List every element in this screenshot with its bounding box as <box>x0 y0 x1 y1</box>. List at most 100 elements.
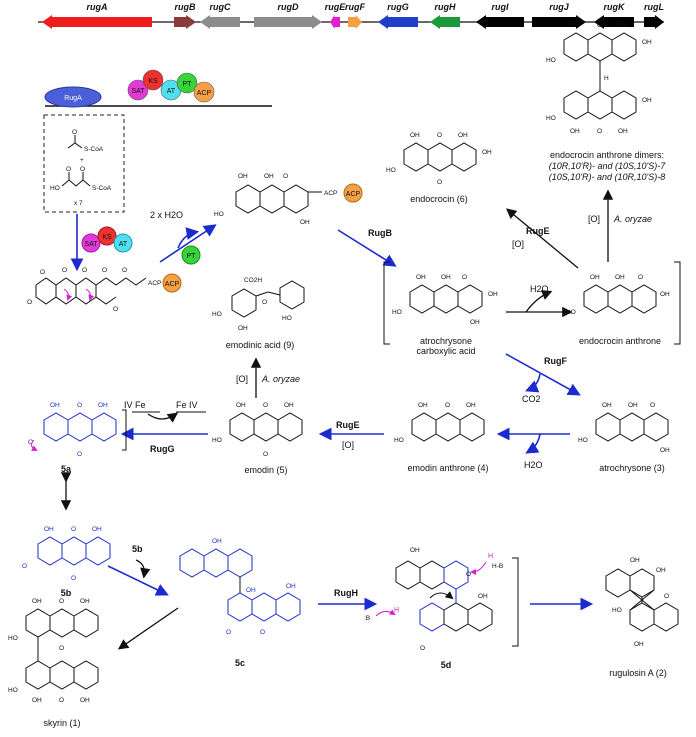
dimers-line1: (10R,10'R)- and (10S,10'S)-7 <box>549 161 666 171</box>
skyrin-structure: OH O OH HO O HO OH O OH <box>8 598 99 704</box>
c5d-top-c <box>443 560 469 590</box>
bracket-left-line <box>383 261 390 345</box>
at-ball <box>113 233 133 253</box>
cyclization-arrow1 <box>63 288 73 301</box>
bracket-right <box>674 261 681 345</box>
rug-oh3: OH <box>634 641 644 648</box>
pt-ball <box>181 245 201 265</box>
c5b-o3: O <box>22 563 27 570</box>
ea-ring-a <box>583 284 609 314</box>
c5b-o1: O <box>71 526 76 533</box>
times-seven: x 7 <box>74 200 83 207</box>
arrow-to-endocrocin <box>505 208 579 269</box>
ema-link2 <box>267 291 281 296</box>
atrochrysone-label: atrochrysone (3) <box>599 463 665 473</box>
arrow-rugb <box>337 229 397 267</box>
tri-oh3: OH <box>300 219 310 226</box>
c5c-label: 5c <box>235 658 245 668</box>
malonyl-o1: O <box>66 166 71 173</box>
ks-ball-label: KS <box>102 234 112 241</box>
ea-oh1: OH <box>590 274 600 281</box>
gene-arrow-rugk <box>594 15 634 29</box>
c5b-o2: O <box>71 575 76 582</box>
c5a-o1: O <box>77 402 82 409</box>
c5a-o3: O <box>28 439 33 446</box>
c5c-top-a <box>179 548 205 578</box>
base-left: :B <box>364 615 370 622</box>
c5d-proton-arrow1 <box>375 609 396 617</box>
ea-oh2: OH <box>615 274 625 281</box>
skyrin-label: skyrin (1) <box>43 718 80 728</box>
ea-ring-b <box>607 284 633 314</box>
rugh-label: RugH <box>334 588 358 598</box>
co2-curl <box>525 373 541 393</box>
ox-label-2: [O] <box>588 214 600 224</box>
sat-ball <box>81 233 101 253</box>
water-loss-curl-2 <box>525 433 541 454</box>
ema-ho2: HO <box>282 315 292 322</box>
pks-domain-sat <box>127 79 149 101</box>
water-label-2: H2O <box>524 460 543 470</box>
c5c-oh1: OH <box>212 538 222 545</box>
plus-sign: + <box>80 157 84 164</box>
endo-ring-b <box>427 142 453 172</box>
endocrocin-anthrone-label: endocrocin anthrone <box>579 336 661 346</box>
gene-arrow-rugg <box>378 15 418 29</box>
starter-dashed-box <box>43 114 125 213</box>
endo-o2: O <box>437 179 442 186</box>
c5d-bot-b <box>443 602 469 632</box>
gene-label-rugg: rugG <box>387 2 409 12</box>
aca-label-1: atrochrysone <box>420 336 472 346</box>
sky-top-b <box>49 608 75 638</box>
pks-domain-label-sat: SAT <box>131 88 145 95</box>
sky-ho2: HO <box>8 687 18 694</box>
gene-label-rugb: rugB <box>175 2 196 12</box>
ox-label-1: [O] <box>512 239 524 249</box>
sky-o1: O <box>59 598 64 605</box>
ruga-label: RugA <box>64 95 82 102</box>
aca-ho: HO <box>392 309 402 316</box>
ema-ring-right <box>279 280 305 310</box>
fe-left-label: IV Fe <box>124 400 146 410</box>
c5c-o1: O <box>226 629 231 636</box>
chain-o3: O <box>82 267 87 274</box>
pks-domain-label-at: AT <box>167 88 176 95</box>
c5a-radical-arrow <box>30 439 38 451</box>
gene-arrow-rugb <box>174 15 196 29</box>
compound-5d-structure: OH O OH O H H :B H-B <box>364 547 519 652</box>
chain-o7: O <box>113 306 118 313</box>
ea-ring-c <box>631 284 657 314</box>
reagent-5b-label: 5b <box>132 544 143 554</box>
ema-link1 <box>255 291 269 297</box>
c5b-ring-c <box>85 536 111 566</box>
polyketide-chain: O O O O O O O ACP ACP <box>27 267 182 313</box>
gene-arrow-ruga <box>42 15 152 29</box>
dim-ho1: HO <box>546 57 556 64</box>
c5d-h1: H <box>394 607 399 614</box>
ruge-label-2: RugE <box>336 420 360 430</box>
gene-label-rugl: rugL <box>644 2 664 12</box>
water-curl-arrow <box>177 227 200 249</box>
c5a-oh1: OH <box>50 402 60 409</box>
rug-ho: HO <box>612 607 622 614</box>
malonyl-ho: HO <box>50 185 60 192</box>
dim-cooh2: OH <box>642 97 652 104</box>
c5c-oh3: OH <box>286 583 296 590</box>
tri-o: O <box>283 173 288 180</box>
rug-oh2: OH <box>656 567 666 574</box>
gene-label-ruga: rugA <box>87 2 108 12</box>
emo-oh2: OH <box>284 402 294 409</box>
pks-domain-ks <box>142 69 164 91</box>
c5b-oh1: OH <box>44 526 54 533</box>
endo-ring-a <box>403 142 429 172</box>
aca-ring-c <box>457 284 483 314</box>
emo-ho: HO <box>212 437 222 444</box>
chain-o6: O <box>27 299 32 306</box>
ema-ring-left <box>231 288 257 318</box>
malonyl-bonds <box>61 179 91 187</box>
aca-cooh: OH <box>488 291 498 298</box>
emodin-anthrone-structure: OH O OH HO <box>394 402 485 444</box>
c5c-bot-b <box>251 592 277 622</box>
arrow-5b-to-5c <box>107 565 169 596</box>
